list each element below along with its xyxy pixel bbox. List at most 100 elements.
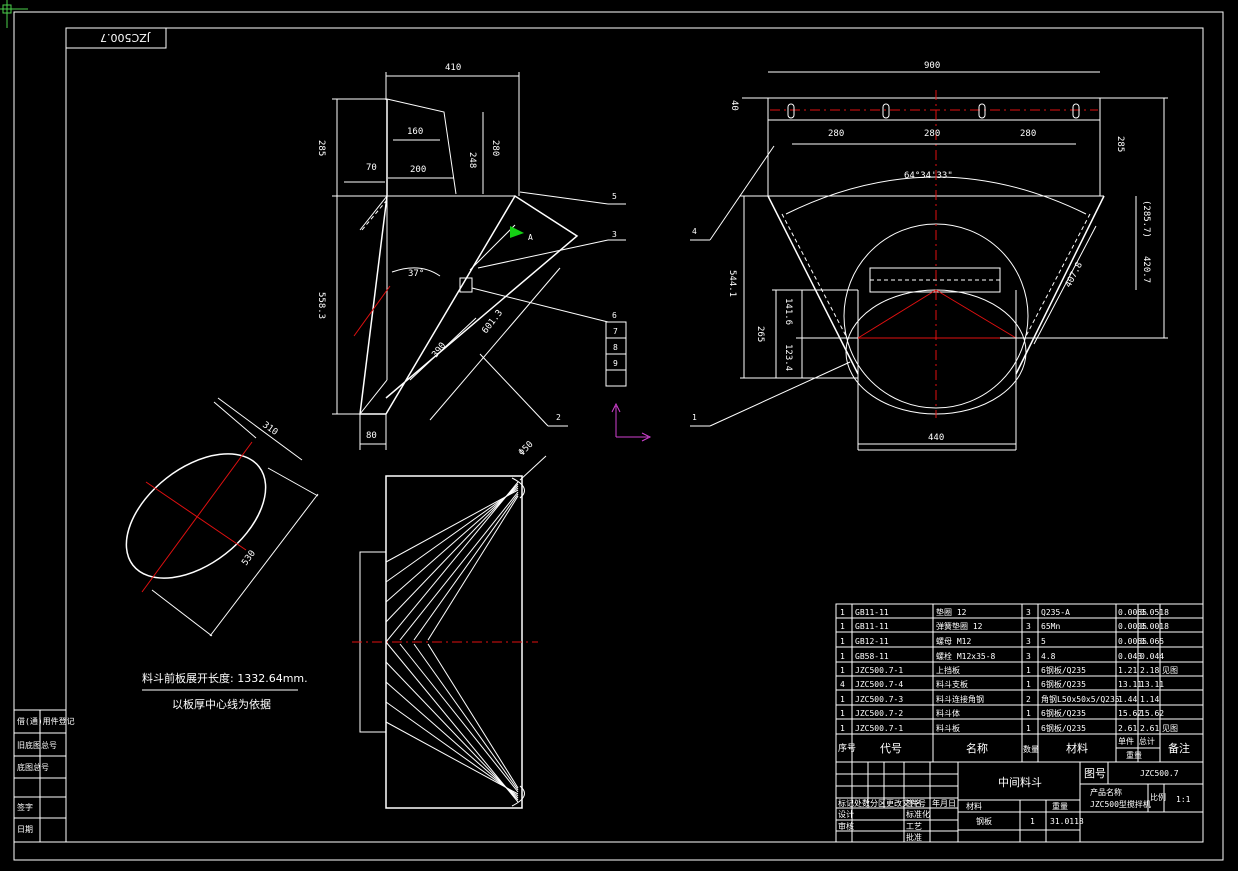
bom-header-material: 材料: [1066, 741, 1088, 755]
note-line-1: 料斗前板展开长度: 1332.64mm.: [142, 671, 308, 685]
balloon-9: 9: [613, 359, 618, 368]
bom-cell-qty: 3: [1026, 622, 1031, 631]
bom-table: [835, 603, 1204, 763]
balloon-6: 6: [612, 311, 617, 320]
bom-cell-code: GB11-11: [855, 608, 889, 617]
balloon-3: 3: [612, 230, 617, 239]
bom-cell-unit: 1.21: [1118, 666, 1137, 675]
bom-cell-qty: 3: [1026, 652, 1031, 661]
bom-cell-no: 1: [840, 709, 845, 718]
bom-cell-unit: 13.11: [1118, 680, 1142, 689]
bom-cell-name: 料斗体: [936, 708, 960, 718]
bom-cell-code: JZC500.7-2: [855, 709, 903, 718]
bom-cell-material: Q235-A: [1041, 608, 1070, 617]
dim-angle: 64°34'33": [904, 171, 953, 181]
dim-265: 265: [755, 326, 765, 342]
drawing-no-label: 图号: [1084, 767, 1106, 780]
bom-cell-name: 料斗支板: [936, 679, 968, 689]
side-label-5: 日期: [17, 825, 33, 834]
bom-cell-material: 4.8: [1041, 652, 1056, 661]
balloon-1: 1: [692, 413, 697, 422]
side-label-1: 借(通)用件登记: [17, 716, 75, 726]
dim-900: 900: [924, 61, 940, 71]
bom-cell-name: 螺栓 M12x35-8: [936, 651, 996, 661]
tb-label-design: 设计: [838, 809, 854, 819]
bom-header-weight: 单件 总计: [1118, 736, 1155, 746]
bom-cell-no: 1: [840, 652, 845, 661]
dim-420-7: 420.7: [1141, 256, 1151, 283]
bom-cell-total: 2.18: [1140, 666, 1159, 675]
tb-label-sign: 签名: [906, 798, 922, 808]
dim-280-a: 280: [828, 129, 844, 139]
bom-cell-unit: 0.0065: [1118, 608, 1147, 617]
front-view: 900 40 280 280 280 285 64°34'33" (285.7)…: [690, 61, 1168, 451]
oval-detail: 310 530: [125, 397, 319, 637]
side-label-4: 签字: [17, 802, 33, 812]
bom-cell-name: 上挡板: [936, 665, 960, 675]
balloon-5: 5: [612, 192, 617, 201]
bom-cell-no: 1: [840, 666, 845, 675]
tb-label-zone: 分区: [870, 799, 886, 808]
ucs-icon: [611, 402, 652, 442]
bom-cell-note: 见图: [1162, 724, 1178, 733]
bom-header-no: 序号: [838, 742, 856, 754]
dim-285-7: (285.7): [1141, 200, 1151, 238]
side-label-3: 底图总号: [17, 762, 49, 772]
outer-frame: [13, 11, 1224, 861]
balloon-7: 7: [613, 327, 618, 336]
drawing-number-mirrored: JZC500.7: [100, 31, 151, 44]
bom-cell-no: 4: [840, 680, 845, 689]
bom-cell-total: 15.62: [1140, 709, 1164, 718]
dim-280-c: 280: [1020, 129, 1036, 139]
product-name: JZC500型搅拌机: [1090, 799, 1151, 809]
dim-558: 558.3: [316, 292, 326, 319]
bom-cell-total: 13.11: [1140, 680, 1164, 689]
balloon-8: 8: [613, 343, 618, 352]
drawing-number-tab: JZC500.7: [65, 27, 167, 49]
bom-cell-unit: 0.043: [1118, 652, 1142, 661]
dim-544: 544.1: [727, 270, 737, 297]
bom-cell-name: 垫圈 12: [936, 607, 967, 617]
dim-280: 280: [490, 140, 500, 156]
bom-cell-code: GB11-11: [855, 622, 889, 631]
dim-280-b: 280: [924, 129, 940, 139]
product-name-label: 产品名称: [1090, 787, 1122, 797]
scale-value: 1:1: [1176, 795, 1191, 804]
side-view: 410 160 248 280 285 70 200 37° 558.3 390…: [316, 63, 627, 450]
dim-phi50: Φ50: [517, 440, 536, 459]
material-label: 材料: [966, 801, 982, 811]
bom-cell-no: 1: [840, 695, 845, 704]
balloon-4: 4: [692, 227, 697, 236]
bom-cell-qty: 1: [1026, 680, 1031, 689]
bom-cell-material: 6钢板/Q235: [1041, 708, 1086, 718]
note-line-2: 以板厚中心线为依据: [172, 697, 271, 711]
title-material: 钢板: [976, 816, 992, 826]
tb-label-count: 处数: [854, 798, 870, 808]
bom-cell-qty: 3: [1026, 608, 1031, 617]
bom-cell-unit: 1.44: [1118, 695, 1137, 704]
bom-cell-name: 料斗连接角钢: [936, 694, 984, 704]
bom-cell-no: 1: [840, 608, 845, 617]
surface-marker-icon: [510, 226, 524, 238]
bom-cell-no: 1: [840, 637, 845, 646]
dim-285-r: 285: [1115, 136, 1125, 152]
tb-label-process: 工艺: [906, 822, 922, 831]
weight-label: 重量: [1052, 801, 1068, 811]
bom-header: 序号 代号 名称 数量 材料 单件 总计 重量 备注: [838, 736, 1190, 760]
bom-cell-qty: 1: [1026, 709, 1031, 718]
bom-header-note: 备注: [1168, 741, 1190, 755]
bom-cell-name: 螺母 M12: [936, 636, 971, 646]
dim-70: 70: [366, 163, 377, 173]
dim-oval-530: 530: [240, 549, 258, 568]
bom-cell-name: 弹簧垫圈 12: [936, 621, 983, 631]
bom-cell-qty: 1: [1026, 724, 1031, 733]
bom-cell-name: 料斗板: [936, 723, 960, 733]
dim-390: 390: [430, 341, 448, 360]
bom-cell-material: 6钢板/Q235: [1041, 679, 1086, 689]
bom-cell-no: 1: [840, 622, 845, 631]
inner-frame: [65, 27, 1204, 843]
bom-cell-code: JZC500.7-1: [855, 666, 903, 675]
dim-141-6: 141.6: [783, 298, 793, 325]
